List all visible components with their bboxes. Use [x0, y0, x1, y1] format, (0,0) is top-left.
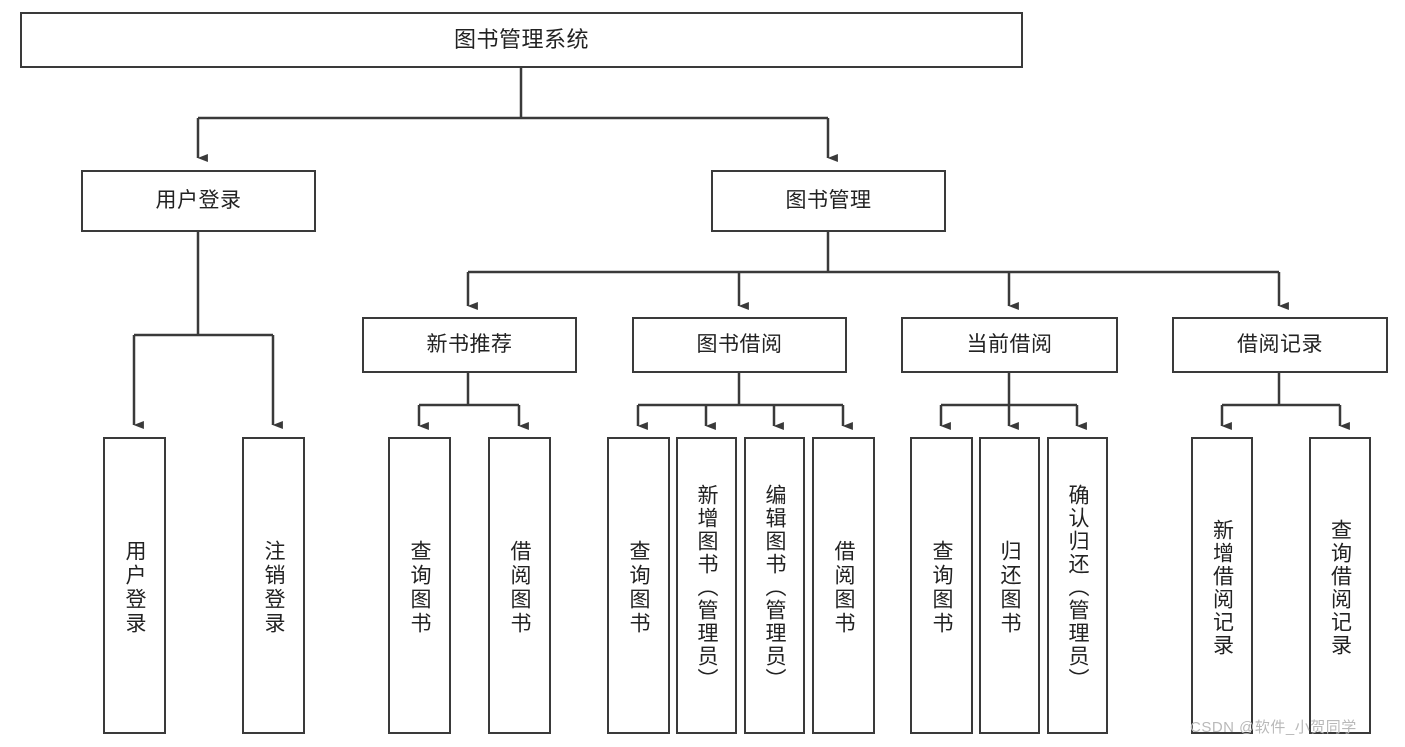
node-label: 用户登录 [123, 539, 146, 636]
node-book-management[interactable]: 图书管理 [711, 170, 946, 232]
node-label: 用户登录 [155, 189, 242, 213]
node-new-book-recommend[interactable]: 新书推荐 [362, 317, 577, 373]
node-label: 编辑图书（管理员） [763, 484, 786, 691]
leaf-query-book-3[interactable]: 查询图书 [910, 437, 973, 734]
node-label: 图书管理 [785, 189, 872, 213]
leaf-borrow-book-1[interactable]: 借阅图书 [488, 437, 551, 734]
node-label: 借阅图书 [832, 539, 855, 636]
node-label: 新增图书（管理员） [695, 484, 718, 691]
node-label: 新增借阅记录 [1210, 518, 1234, 657]
csdn-watermark: CSDN @软件_小贺同学 [1190, 719, 1357, 736]
node-label: 图书管理系统 [453, 26, 589, 52]
leaf-query-book-1[interactable]: 查询图书 [388, 437, 451, 734]
node-label: 新书推荐 [426, 333, 513, 357]
node-label: 归还图书 [998, 539, 1021, 636]
leaf-return-book[interactable]: 归还图书 [979, 437, 1040, 734]
node-current-borrow[interactable]: 当前借阅 [901, 317, 1118, 373]
leaf-confirm-return[interactable]: 确认归还（管理员） [1047, 437, 1108, 734]
node-borrow-record[interactable]: 借阅记录 [1172, 317, 1388, 373]
leaf-edit-book[interactable]: 编辑图书（管理员） [744, 437, 805, 734]
node-label: 借阅记录 [1237, 333, 1323, 357]
leaf-borrow-book-2[interactable]: 借阅图书 [812, 437, 875, 734]
leaf-query-book-2[interactable]: 查询图书 [607, 437, 670, 734]
leaf-user-login[interactable]: 用户登录 [103, 437, 166, 734]
leaf-user-logout[interactable]: 注销登录 [242, 437, 305, 734]
node-book-borrow[interactable]: 图书借阅 [632, 317, 847, 373]
node-label: 确认归还（管理员） [1066, 484, 1089, 691]
node-label: 图书借阅 [696, 333, 783, 357]
node-user-login[interactable]: 用户登录 [81, 170, 316, 232]
node-label: 查询借阅记录 [1328, 518, 1352, 657]
node-label: 查询图书 [408, 539, 431, 636]
node-label: 注销登录 [262, 539, 285, 636]
leaf-query-record[interactable]: 查询借阅记录 [1309, 437, 1371, 734]
node-label: 查询图书 [930, 539, 953, 636]
leaf-add-record[interactable]: 新增借阅记录 [1191, 437, 1253, 734]
node-root-system[interactable]: 图书管理系统 [20, 12, 1023, 68]
leaf-add-book[interactable]: 新增图书（管理员） [676, 437, 737, 734]
node-label: 借阅图书 [508, 539, 531, 636]
node-label: 当前借阅 [966, 333, 1053, 357]
node-label: 查询图书 [627, 539, 650, 636]
